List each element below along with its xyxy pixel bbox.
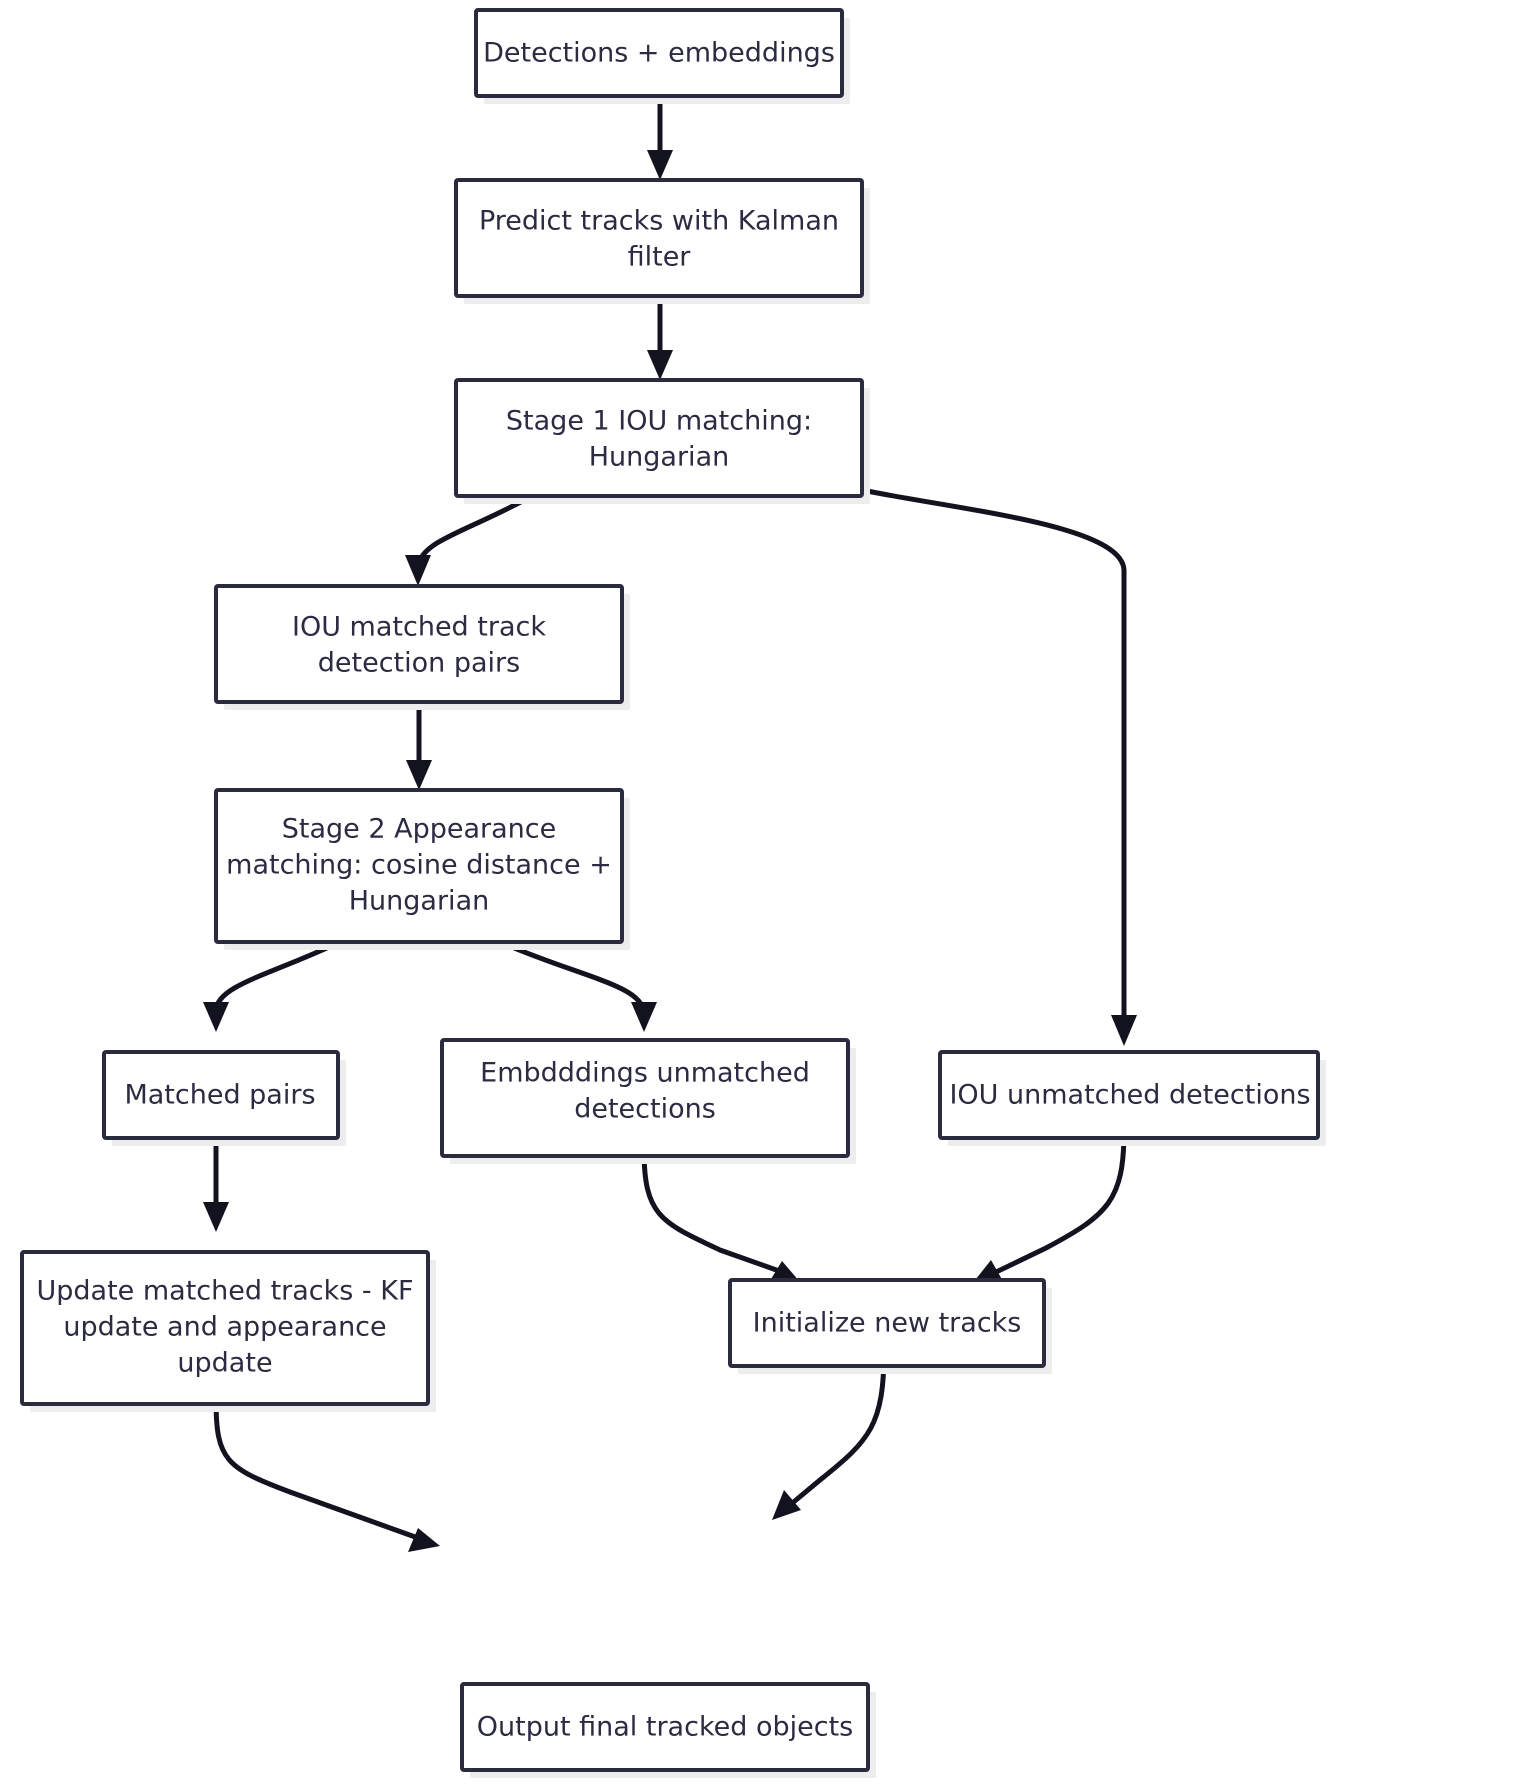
node-iou-unmatched-line-0: IOU unmatched detections xyxy=(949,1080,1310,1111)
edge-stage1-to-iou-matched xyxy=(405,495,530,586)
node-update[interactable]: Update matched tracks - KF update and ap… xyxy=(20,1250,436,1412)
node-init-line-0: Initialize new tracks xyxy=(753,1308,1022,1339)
node-layer: Detections + embeddings Predict tracks w… xyxy=(20,8,1326,1778)
node-stage1-line-1: Hungarian xyxy=(589,442,729,473)
node-matched-pairs[interactable]: Matched pairs xyxy=(102,1050,346,1146)
node-emb-unmatched-line-0: Embdddings unmatched xyxy=(480,1058,810,1089)
node-detections[interactable]: Detections + embeddings xyxy=(474,8,850,104)
node-iou-matched[interactable]: IOU matched track detection pairs xyxy=(214,584,630,710)
node-stage1[interactable]: Stage 1 IOU matching: Hungarian xyxy=(454,378,870,504)
node-predict-line-1: filter xyxy=(628,242,692,273)
node-init[interactable]: Initialize new tracks xyxy=(728,1278,1052,1374)
edge-iou-unmatched-to-init xyxy=(972,1130,1127,1284)
edge-predict-to-stage1 xyxy=(647,296,673,380)
edge-stage2-to-emb-unmatched xyxy=(498,939,657,1032)
edge-stage2-to-matched xyxy=(203,939,342,1032)
edge-stage1-to-iou-unmatched xyxy=(861,487,1137,1046)
node-iou-unmatched[interactable]: IOU unmatched detections xyxy=(938,1050,1326,1146)
node-predict-line-0: Predict tracks with Kalman xyxy=(479,206,839,237)
edge-init-to-output xyxy=(772,1349,887,1520)
node-iou-matched-line-1: detection pairs xyxy=(318,648,520,679)
node-update-line-2: update xyxy=(177,1348,272,1379)
node-output-line-0: Output final tracked objects xyxy=(477,1712,853,1743)
node-emb-unmatched[interactable]: Embdddings unmatched detections xyxy=(440,1038,856,1164)
node-stage2[interactable]: Stage 2 Appearance matching: cosine dist… xyxy=(214,788,630,950)
node-iou-matched-line-0: IOU matched track xyxy=(292,612,546,643)
node-stage1-line-0: Stage 1 IOU matching: xyxy=(506,406,812,437)
node-output[interactable]: Output final tracked objects xyxy=(460,1682,876,1778)
edge-layer xyxy=(203,96,1137,1552)
node-emb-unmatched-line-1: detections xyxy=(574,1094,716,1125)
node-update-line-1: update and appearance xyxy=(63,1312,386,1343)
node-stage2-line-2: Hungarian xyxy=(349,886,489,917)
edge-iou-matched-to-stage2 xyxy=(406,706,432,790)
node-update-line-0: Update matched tracks - KF xyxy=(36,1276,413,1307)
node-stage2-line-1: matching: cosine distance + xyxy=(226,850,612,881)
node-detections-line-0: Detections + embeddings xyxy=(483,38,835,69)
node-stage2-line-0: Stage 2 Appearance xyxy=(282,814,556,845)
node-matched-pairs-line-0: Matched pairs xyxy=(124,1080,315,1111)
edge-emb-unmatched-to-init xyxy=(641,1148,800,1284)
edge-update-to-output xyxy=(213,1399,440,1552)
node-predict[interactable]: Predict tracks with Kalman filter xyxy=(454,178,870,304)
edge-detections-to-predict xyxy=(647,96,673,180)
